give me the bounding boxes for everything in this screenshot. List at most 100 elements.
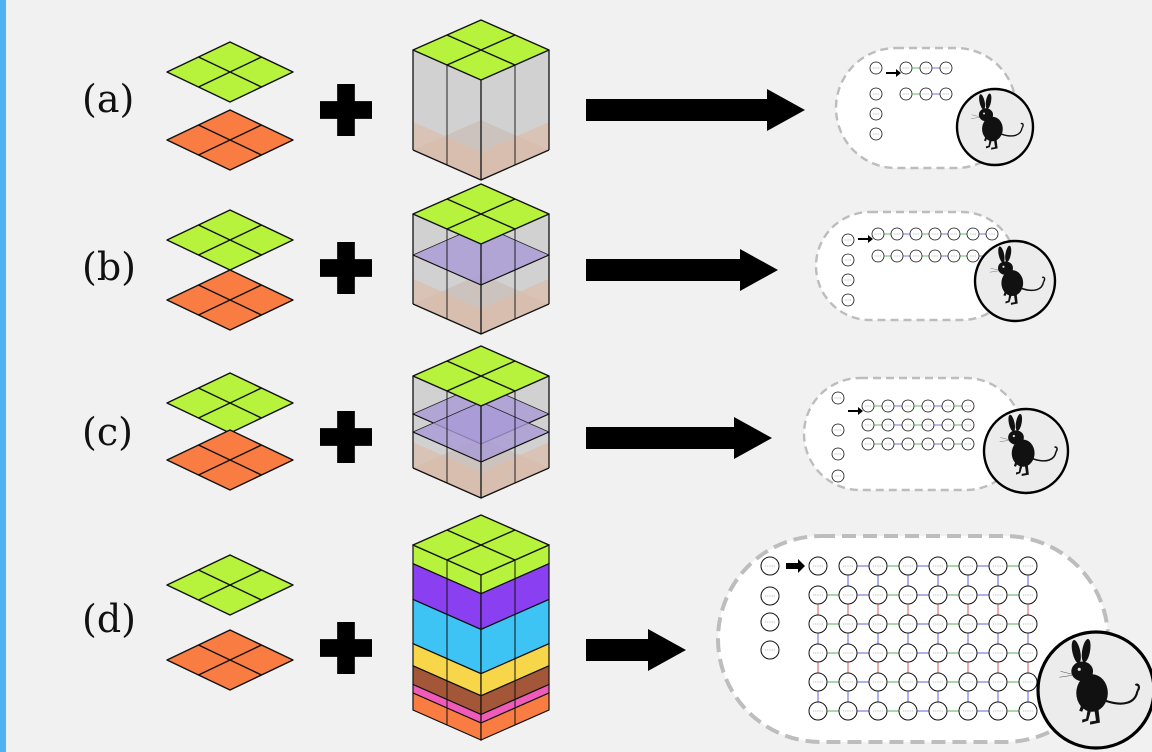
result-pill-b (814, 210, 1057, 323)
box-bottom-edge (412, 149, 550, 181)
row-label: (d) (82, 597, 136, 641)
mascot-badge (982, 407, 1070, 495)
top-tile-layer (166, 372, 294, 434)
state-graph (869, 61, 953, 141)
graph-node (1018, 585, 1038, 605)
start-arrow (858, 235, 873, 243)
tile-divider (198, 644, 262, 676)
graph-node (869, 127, 883, 141)
graph-node (988, 643, 1008, 663)
tile-divider (198, 387, 262, 419)
tile-divider (198, 124, 262, 156)
graph-node (868, 585, 888, 605)
result-pill-a (834, 46, 1035, 170)
mascot-badge (1036, 630, 1152, 750)
graph-node (958, 614, 978, 634)
graph-node (961, 437, 975, 451)
graph-node (958, 585, 978, 605)
graph-node (838, 643, 858, 663)
box-a (412, 19, 550, 181)
graph-node (760, 586, 780, 606)
graph-node (890, 227, 904, 241)
graph-node (939, 61, 953, 75)
tower-top-tiles (412, 514, 550, 576)
box-top-tiles (412, 19, 550, 81)
arrow-right-icon (586, 417, 772, 459)
graph-node (861, 418, 875, 432)
graph-node (928, 585, 948, 605)
mascot-badge (955, 87, 1035, 167)
bottom-tile-layer (166, 629, 294, 691)
graph-node (899, 87, 913, 101)
arrow-right-icon (586, 629, 686, 671)
graph-node (928, 249, 942, 263)
graph-node (898, 614, 918, 634)
graph-node (841, 253, 855, 267)
row-label: (c) (82, 410, 133, 454)
graph-node (841, 293, 855, 307)
plus-icon (320, 242, 372, 294)
graph-node (760, 556, 780, 576)
graph-node (808, 585, 828, 605)
graph-node (901, 418, 915, 432)
start-arrow (848, 407, 863, 415)
graph-node (947, 227, 961, 241)
box-bottom-edge (412, 303, 550, 335)
graph-node (928, 643, 948, 663)
box-b (412, 183, 550, 335)
tile-divider (446, 34, 516, 66)
start-arrow (786, 559, 805, 573)
graph-node (985, 227, 999, 241)
graph-node (909, 249, 923, 263)
graph-node (868, 701, 888, 721)
graph-node (961, 418, 975, 432)
tile-divider (446, 529, 516, 561)
box-bottom-edge (412, 467, 550, 499)
graph-node (868, 672, 888, 692)
graph-node (966, 227, 980, 241)
arrow-right-icon (586, 89, 805, 131)
graph-node (966, 249, 980, 263)
left-accent-stripe (0, 0, 6, 752)
tile-divider (446, 198, 516, 230)
graph-node (868, 643, 888, 663)
graph-node (898, 672, 918, 692)
graph-node (939, 87, 953, 101)
graph-node (831, 423, 845, 437)
graph-node (838, 585, 858, 605)
graph-node (921, 418, 935, 432)
plus-icon (320, 622, 372, 674)
graph-node (958, 643, 978, 663)
graph-node (868, 614, 888, 634)
bottom-tile-layer (166, 269, 294, 331)
graph-node (831, 447, 845, 461)
result-pill-d (716, 534, 1152, 750)
state-graph (841, 227, 999, 307)
graph-node (869, 61, 883, 75)
graph-node (988, 614, 1008, 634)
result-pill-c (802, 376, 1070, 495)
graph-node (988, 556, 1008, 576)
graph-node (831, 469, 845, 483)
graph-node (760, 612, 780, 632)
graph-node (1018, 701, 1038, 721)
tower-d (412, 514, 550, 741)
graph-node (808, 643, 828, 663)
graph-node (921, 437, 935, 451)
tile-divider (198, 569, 262, 601)
graph-node (988, 585, 1008, 605)
box-top-tiles (412, 345, 550, 407)
graph-node (760, 640, 780, 660)
graph-node (808, 556, 828, 576)
state-graph (831, 391, 975, 483)
graph-node (808, 701, 828, 721)
graph-node (988, 672, 1008, 692)
top-tile-layer (166, 554, 294, 616)
graph-node (838, 701, 858, 721)
graph-node (838, 556, 858, 576)
graph-node (941, 437, 955, 451)
graph-node (861, 399, 875, 413)
graph-node (961, 399, 975, 413)
top-tile-layer (166, 41, 294, 103)
graph-node (871, 227, 885, 241)
